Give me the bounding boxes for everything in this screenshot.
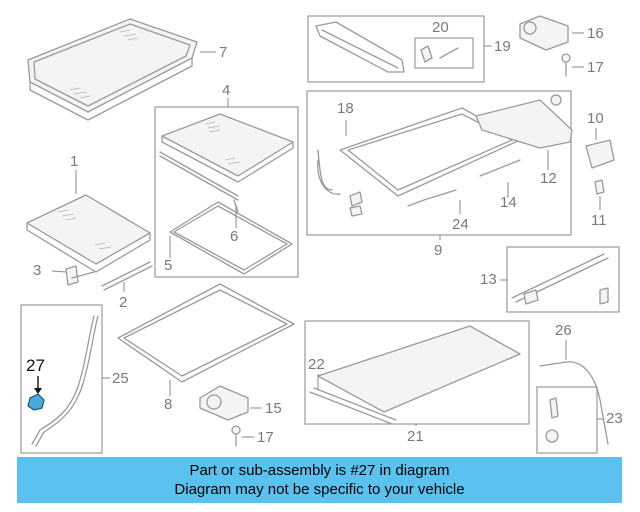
part-10-bracket [585,139,615,169]
callout-25: 25 [112,370,129,387]
part-7-glass [27,18,198,121]
callout-3: 3 [33,262,42,279]
callout-10: 10 [587,110,604,127]
part-1-glass [26,194,151,273]
callout-4: 4 [222,82,231,99]
part-8-seal [117,283,295,383]
callout-17-bottom: 17 [257,429,274,446]
callout-26: 26 [555,322,572,339]
part-27-clip-highlight [27,376,45,411]
part-23-screws [545,397,559,443]
callout-17-top: 17 [587,59,604,76]
part-26-hose [539,361,609,445]
callout-13: 13 [480,271,497,288]
part-16-motor [519,15,571,77]
callout-11: 11 [591,212,607,229]
callout-24: 24 [452,216,469,233]
callout-1: 1 [70,153,79,170]
callout-18: 18 [337,100,354,117]
part-3-bolt [65,265,95,286]
part-20-clips [420,45,459,63]
part-19-deflector [315,21,405,73]
part-2-strip [101,261,153,291]
callout-15: 15 [265,400,282,417]
leader-3 [51,270,67,273]
part-25-drain-hose [31,315,99,447]
part-9-frame [317,94,573,217]
callout-16: 16 [587,25,604,42]
group-box-20-inner [414,37,474,69]
callout-19: 19 [494,38,511,55]
info-banner: Part or sub-assembly is #27 in diagram D… [17,457,622,503]
callout-7: 7 [219,44,228,61]
callout-21: 21 [407,428,424,445]
group-box-19 [307,15,485,83]
callout-2: 2 [119,294,128,311]
callout-6: 6 [230,228,239,245]
banner-line-1: Part or sub-assembly is #27 in diagram [189,462,450,479]
banner-line-2: Diagram may not be specific to your vehi… [174,481,465,498]
callout-22: 22 [308,356,325,373]
callout-9: 9 [434,242,443,259]
callout-8: 8 [164,396,173,413]
callout-5: 5 [164,257,173,274]
group-box-25 [20,304,103,454]
part-13-cables [511,253,609,305]
part-11-clip [594,179,605,195]
group-box-4 [154,106,299,278]
callout-12: 12 [540,170,557,187]
part-4-glass-assembly [159,113,294,275]
group-box-23 [536,386,598,454]
group-box-9 [306,90,572,236]
part-21-sunshade [309,325,521,425]
callout-20: 20 [432,19,449,36]
callout-14: 14 [500,194,517,211]
callout-23: 23 [606,410,623,427]
part-15-motor [199,385,249,447]
callout-27: 27 [26,356,45,375]
group-box-21 [304,320,530,425]
